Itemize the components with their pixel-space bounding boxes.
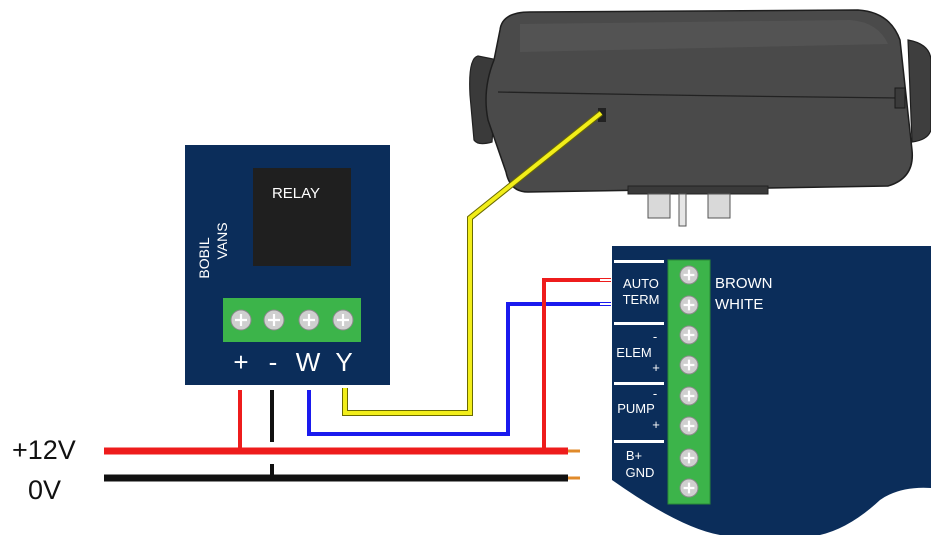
relay-terminal-screws — [230, 309, 354, 331]
terminal-minus-label: - — [269, 347, 278, 377]
auto-term-label-1: AUTO — [623, 276, 659, 291]
group-divider — [614, 322, 664, 325]
relay-terminal-screw-icon — [298, 309, 320, 331]
bplus-label: B+ — [626, 448, 642, 463]
red-wire-brown — [542, 278, 611, 450]
panel-terminal-screw-icon — [679, 295, 699, 315]
panel-terminal-screw-icon — [679, 416, 699, 436]
relay-component — [253, 168, 351, 266]
relay-module: RELAY BOBIL VANS + - W Y — [185, 145, 390, 385]
yellow-wire-fill — [343, 111, 603, 415]
relay-terminal-screw-icon — [263, 309, 285, 331]
group-divider — [614, 382, 664, 385]
heater-outlet-right — [707, 193, 731, 219]
group-divider — [614, 260, 664, 263]
gnd-label: GND — [626, 465, 655, 480]
panel-terminal-screw-icon — [679, 386, 699, 406]
terminal-screws — [679, 265, 699, 498]
relay-terminal-screw-icon — [332, 309, 354, 331]
panel-terminal-screw-icon — [679, 448, 699, 468]
elem-label: ELEM — [616, 345, 651, 360]
heater-unit — [469, 9, 931, 227]
brown-wire-label: BROWN — [715, 275, 773, 292]
heater-flange — [627, 185, 769, 195]
panel-terminal-screw-icon — [679, 355, 699, 375]
heater-side-vent — [894, 87, 906, 109]
panel-terminal-screw-icon — [679, 478, 699, 498]
heater-seam — [497, 91, 905, 99]
heater-outlet-pipe — [678, 193, 687, 227]
elem-plus-label: + — [652, 360, 660, 375]
heater-body — [485, 9, 914, 193]
ground-rail-label: 0V — [28, 475, 61, 505]
relay-label: RELAY — [272, 185, 320, 202]
pump-plus-label: + — [652, 417, 660, 432]
auto-term-label-2: TERM — [623, 292, 660, 307]
heater-highlight — [520, 20, 888, 52]
pump-label: PUMP — [617, 401, 655, 416]
brand-line-1: BOBIL — [196, 237, 212, 278]
terminal-w-label: W — [296, 347, 321, 377]
positive-rail-label: +12V — [12, 435, 76, 465]
pump-minus-label: - — [653, 386, 657, 401]
brand-line-2: VANS — [214, 222, 230, 259]
panel-terminal-screw-icon — [679, 265, 699, 285]
heater-control-panel: AUTO TERM - ELEM + - PUMP + B+ GND BROWN… — [612, 246, 931, 535]
white-wire-label: WHITE — [715, 296, 763, 313]
wires — [104, 110, 612, 482]
elem-minus-label: - — [653, 329, 657, 344]
terminal-plus-label: + — [233, 347, 248, 377]
heater-outlet-left — [647, 193, 671, 219]
group-divider — [614, 440, 664, 443]
relay-terminal-screw-icon — [230, 309, 252, 331]
panel-terminal-screw-icon — [679, 325, 699, 345]
heater-right-cap — [907, 39, 931, 143]
terminal-y-label: Y — [335, 347, 352, 377]
